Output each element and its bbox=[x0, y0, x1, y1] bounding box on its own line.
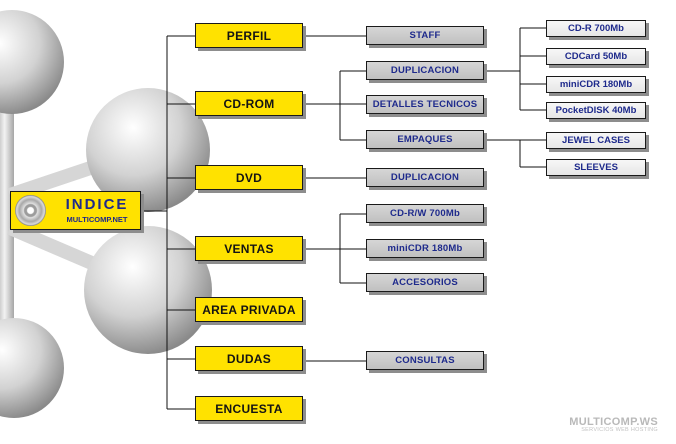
molecule-rod bbox=[0, 40, 14, 360]
submenu-consultas[interactable]: CONSULTAS bbox=[366, 351, 484, 370]
menu-ventas[interactable]: VENTAS bbox=[195, 236, 303, 261]
molecule-sphere bbox=[0, 318, 64, 418]
leaf-minicdr-180mb[interactable]: miniCDR 180Mb bbox=[546, 76, 646, 93]
menu-dvd[interactable]: DVD bbox=[195, 165, 303, 190]
submenu-minicdr-180mb[interactable]: miniCDR 180Mb bbox=[366, 239, 484, 258]
submenu-duplicacion-dvd[interactable]: DUPLICACION bbox=[366, 168, 484, 187]
leaf-cdcard-50mb[interactable]: CDCard 50Mb bbox=[546, 48, 646, 65]
molecule-sphere bbox=[84, 226, 212, 354]
indice-logo-button[interactable]: INDICE MULTICOMP.NET bbox=[10, 191, 141, 230]
menu-dudas[interactable]: DUDAS bbox=[195, 346, 303, 371]
menu-area-privada[interactable]: AREA PRIVADA bbox=[195, 297, 303, 322]
menu-perfil[interactable]: PERFIL bbox=[195, 23, 303, 48]
watermark-subtitle: SERVICIOS WEB HOSTING bbox=[581, 427, 658, 433]
molecule-sphere bbox=[0, 10, 64, 114]
watermark-title: MULTICOMP.WS bbox=[569, 416, 658, 428]
cd-icon bbox=[15, 195, 46, 226]
indice-subtitle: MULTICOMP.NET bbox=[66, 215, 128, 224]
watermark: MULTICOMP.WS SERVICIOS WEB HOSTING bbox=[569, 416, 658, 433]
submenu-detalles-tecnicos[interactable]: DETALLES TECNICOS bbox=[366, 95, 484, 114]
leaf-cd-r-700mb[interactable]: CD-R 700Mb bbox=[546, 20, 646, 37]
leaf-pocketdisk-40mb[interactable]: PocketDISK 40Mb bbox=[546, 102, 646, 119]
menu-encuesta[interactable]: ENCUESTA bbox=[195, 396, 303, 421]
submenu-duplicacion-cd[interactable]: DUPLICACION bbox=[366, 61, 484, 80]
submenu-accesorios[interactable]: ACCESORIOS bbox=[366, 273, 484, 292]
leaf-sleeves[interactable]: SLEEVES bbox=[546, 159, 646, 176]
submenu-staff[interactable]: STAFF bbox=[366, 26, 484, 45]
submenu-empaques[interactable]: EMPAQUES bbox=[366, 130, 484, 149]
submenu-cd-rw-700mb[interactable]: CD-R/W 700Mb bbox=[366, 204, 484, 223]
molecule-sphere bbox=[86, 88, 210, 212]
menu-cd-rom[interactable]: CD-ROM bbox=[195, 91, 303, 116]
indice-title: INDICE bbox=[65, 196, 129, 213]
leaf-jewel-cases[interactable]: JEWEL CASES bbox=[546, 132, 646, 149]
